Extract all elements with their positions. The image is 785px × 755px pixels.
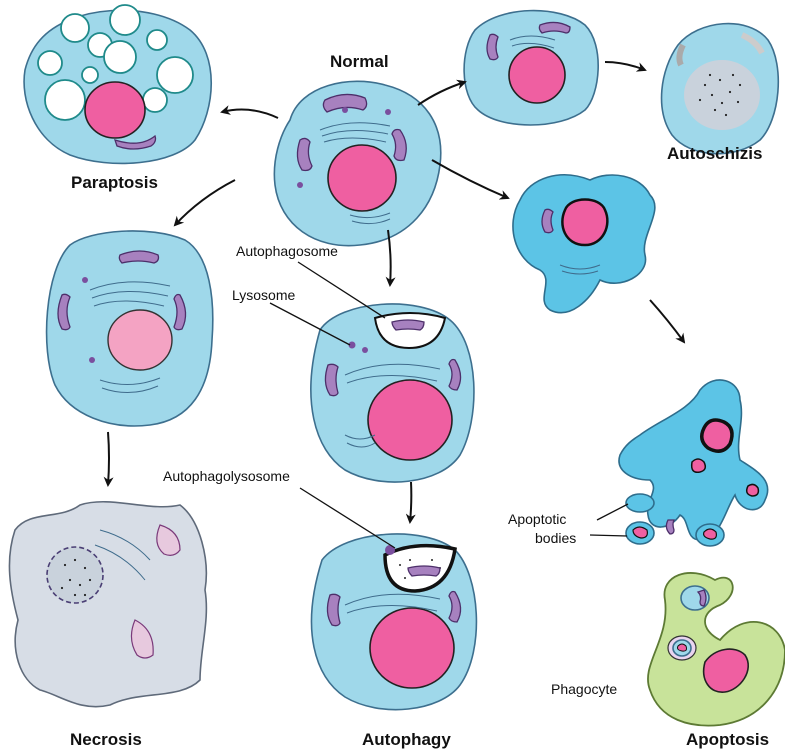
label-connectors <box>269 261 629 549</box>
label-normal: Normal <box>330 52 389 71</box>
autophagosome-connector <box>297 261 386 319</box>
autoschizis-cell-2 <box>660 22 780 155</box>
label-autophagosome: Autophagosome <box>236 243 338 259</box>
label-paraptosis: Paraptosis <box>71 173 158 192</box>
autophagy-cell-1 <box>310 303 475 483</box>
arrow-to-autoschizis-2 <box>604 61 647 72</box>
arrow-to-apoptosis-early <box>431 159 510 200</box>
autoschizis-cell-1 <box>463 9 599 126</box>
apoptosis-early-cell <box>512 174 656 314</box>
label-necrosis: Necrosis <box>70 730 142 749</box>
necrosis-late-cell <box>8 501 208 708</box>
label-apoptotic-bodies-line2: bodies <box>535 530 577 546</box>
label-autophagy: Autophagy <box>362 730 451 749</box>
arrow-to-necrosis <box>173 179 236 227</box>
lysosome-connector <box>269 302 351 346</box>
autophagolysosome-connector <box>299 487 396 549</box>
arrow-to-paraptosis <box>220 105 279 119</box>
phagocyte-cell <box>647 572 785 727</box>
apoptotic-bodies-connector-1 <box>596 503 629 521</box>
paraptosis-cell <box>23 4 213 165</box>
label-apoptosis: Apoptosis <box>686 730 770 749</box>
label-apoptotic-bodies-line1: Apoptotic <box>508 511 567 527</box>
arrow-to-autophagy-2 <box>405 481 416 524</box>
label-phagocyte: Phagocyte <box>551 681 618 697</box>
transition-arrows <box>103 61 686 524</box>
apoptosis-late-cell <box>618 379 769 547</box>
label-autoschizis: Autoschizis <box>667 144 763 163</box>
label-lysosome: Lysosome <box>232 287 296 303</box>
arrow-to-necrosis-late <box>103 431 114 487</box>
normal-cell <box>273 80 442 247</box>
apoptotic-bodies-connector-2 <box>589 534 628 537</box>
autophagy-cell-2 <box>310 533 478 711</box>
label-autophagolysosome: Autophagolysosome <box>163 468 290 484</box>
arrow-to-autoschizis-1 <box>417 79 467 106</box>
arrow-to-autophagy-1 <box>385 229 396 287</box>
arrow-to-apoptosis-late <box>649 299 686 344</box>
necrosis-early-cell <box>45 230 214 427</box>
